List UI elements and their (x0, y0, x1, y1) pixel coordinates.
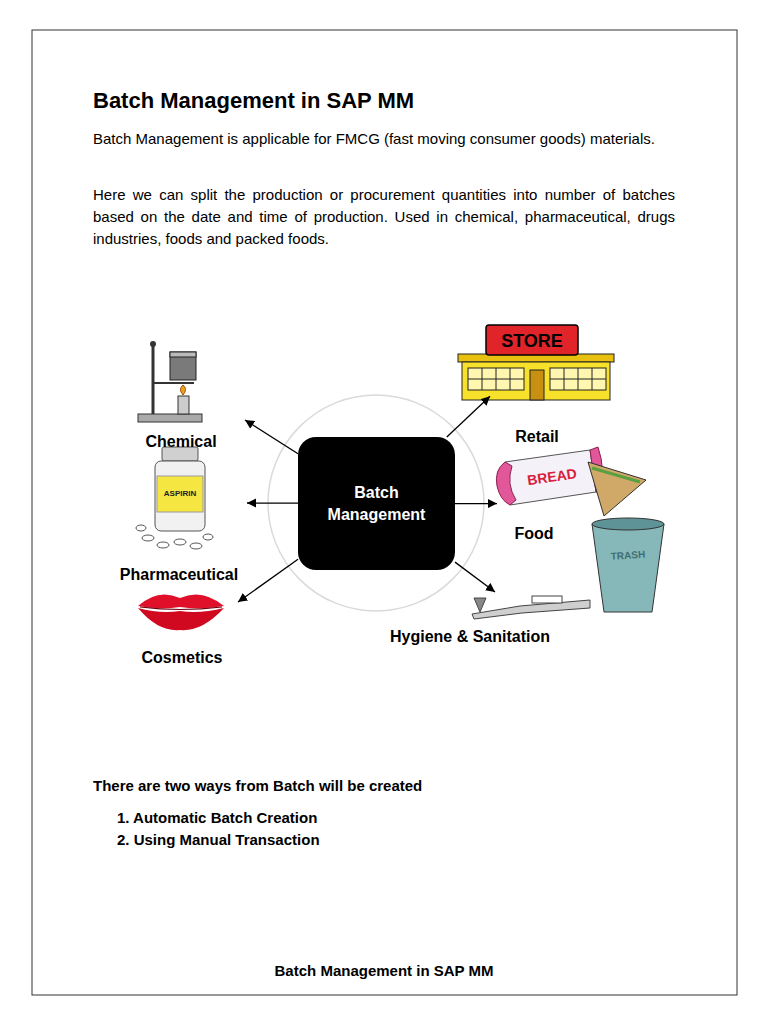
halo-circle (268, 395, 484, 611)
bread-icon-part (505, 450, 596, 505)
page-border (32, 30, 737, 995)
body-paragraph: Here we can split the production or proc… (93, 184, 675, 250)
aspirin-bottle-icon-part (136, 525, 146, 531)
store-icon (458, 325, 614, 400)
arrow-connector (455, 503, 497, 504)
page-footer: Batch Management in SAP MM (275, 962, 494, 979)
aspirin-bottle-icon-part (174, 539, 186, 545)
category-label: Chemical (145, 433, 216, 451)
category-label: Cosmetics (142, 649, 223, 667)
arrow-connector (447, 396, 490, 437)
lab-stand-icon-part (152, 344, 155, 414)
arrow-connector (455, 562, 495, 592)
aspirin-bottle-icon-part (142, 535, 154, 541)
lab-stand-icon-part (170, 352, 196, 357)
page-title: Batch Management in SAP MM (93, 88, 414, 114)
trash-can-icon (592, 518, 664, 612)
store-icon-part (550, 368, 606, 390)
bread-icon (496, 447, 646, 516)
aspirin-bottle-icon-part (155, 461, 205, 531)
store-icon-part (486, 325, 578, 355)
lab-stand-icon-part (178, 396, 189, 414)
category-label: Retail (515, 428, 559, 446)
toothbrush-icon-part (532, 596, 562, 603)
list-heading: There are two ways from Batch will be cr… (93, 775, 422, 797)
box-label: Batch Management (322, 482, 432, 525)
category-label: Pharmaceutical (120, 566, 238, 584)
store-icon-part (550, 379, 606, 380)
aspirin-bottle-icon-part (190, 543, 202, 549)
toothbrush-icon (472, 596, 590, 619)
bread-icon-part (592, 468, 640, 482)
category-node: Retail (490, 322, 615, 449)
aspirin-bottle-icon-part (157, 476, 203, 512)
trash-can-text: TRASH (610, 547, 645, 564)
store-icon-part (468, 379, 524, 380)
lips-icon (138, 594, 224, 630)
aspirin-bottle-icon (136, 447, 213, 549)
list-item: 1. Automatic Batch Creation (117, 807, 317, 829)
store-icon-part (468, 368, 524, 390)
category-node: Chemical (120, 340, 245, 455)
bread-bag-text: BREAD (526, 463, 578, 490)
body-paragraph: Batch Management is applicable for FMCG … (93, 128, 675, 150)
lips-icon-part (140, 607, 222, 610)
category-label: Hygiene & Sanitation (390, 628, 550, 646)
lips-icon-part (138, 594, 224, 608)
lips-icon-part (138, 608, 224, 630)
category-node: Pharmaceutical (112, 448, 247, 588)
category-node: Food (497, 450, 647, 546)
trash-can-icon-part (592, 524, 664, 612)
store-icon-part (462, 362, 610, 400)
lab-stand-icon-part (170, 352, 196, 380)
arrow-connector (238, 559, 298, 602)
aspirin-bottle-icon-part (157, 542, 169, 548)
arrow-connector (245, 420, 298, 454)
category-node: Cosmetics (128, 585, 238, 670)
lab-stand-icon-part (181, 385, 186, 395)
bread-icon-part (588, 462, 646, 516)
bottle-label-text: ASPIRIN (164, 488, 196, 500)
lab-stand-icon-part (138, 414, 202, 422)
lab-stand-icon-part (153, 382, 194, 384)
store-icon-part (530, 370, 544, 400)
lab-stand-icon-part (150, 341, 156, 347)
aspirin-bottle-icon-part (203, 534, 213, 540)
store-sign-text: STORE (501, 328, 563, 354)
category-node: Hygiene & Sanitation (383, 592, 598, 650)
toothbrush-icon-part (474, 598, 486, 612)
lab-stand-icon (138, 341, 202, 422)
list-item: 2. Using Manual Transaction (117, 829, 320, 851)
category-label: Food (514, 525, 553, 543)
arrow-connector (247, 502, 298, 503)
central-box: Batch Management (298, 437, 455, 570)
toothbrush-icon-part (472, 600, 590, 619)
bread-icon-part (496, 462, 516, 505)
trash-can-icon-part (592, 518, 664, 530)
